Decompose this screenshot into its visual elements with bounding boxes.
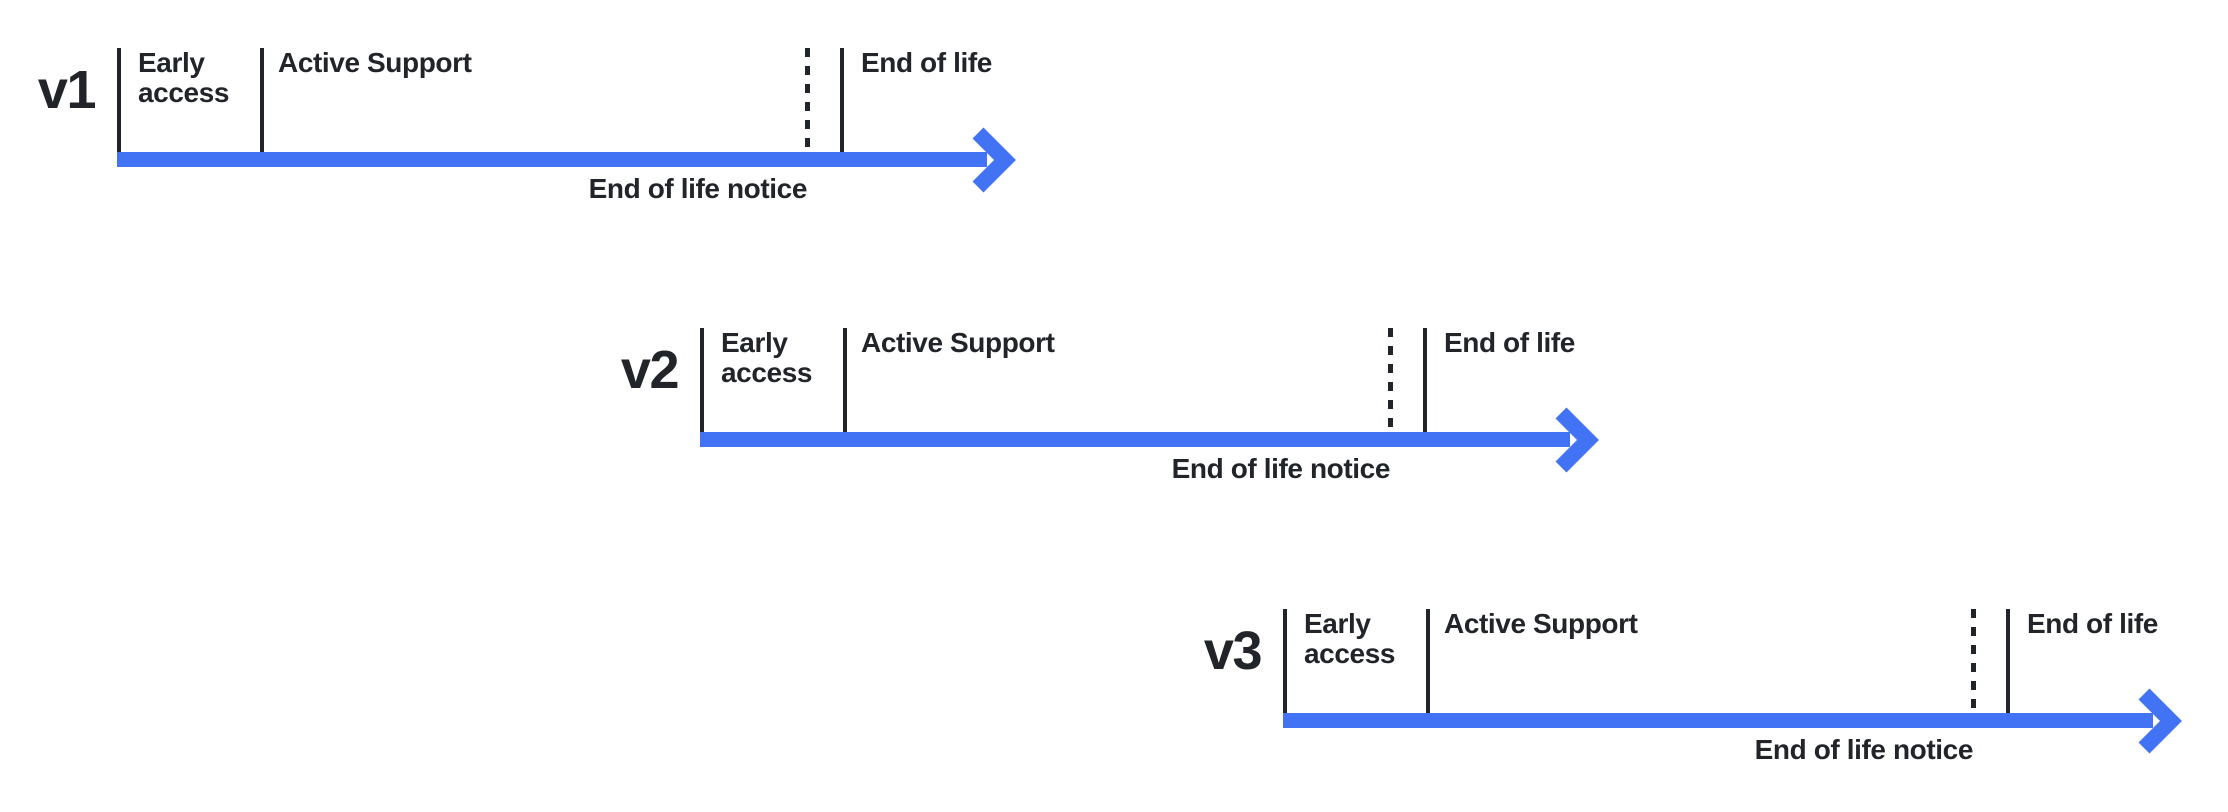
end-of-life-tick bbox=[1423, 328, 1427, 432]
end-of-life-notice-dashed-line bbox=[1971, 609, 1976, 713]
version-label: v1 bbox=[37, 60, 97, 120]
version-label: v3 bbox=[1203, 621, 1263, 681]
active-support-label: Active Support bbox=[1444, 608, 1638, 639]
early-access-label: Early access bbox=[138, 47, 230, 108]
timeline-row-v3: v3 Early access Active Support End of li… bbox=[1204, 608, 2228, 779]
end-of-life-tick bbox=[2006, 609, 2010, 713]
early-access-label: Early access bbox=[1304, 608, 1396, 669]
active-support-start-tick bbox=[260, 48, 264, 152]
arrow-right-icon bbox=[2138, 688, 2182, 754]
timeline-row-v1: v1 Early access Active Support End of li… bbox=[38, 47, 1077, 218]
arrow-right-icon bbox=[972, 127, 1016, 193]
end-of-life-notice-dashed-line bbox=[1388, 328, 1393, 432]
active-support-label: Active Support bbox=[278, 47, 472, 78]
early-access-start-tick bbox=[700, 328, 704, 432]
version-label: v2 bbox=[620, 340, 680, 400]
early-access-start-tick bbox=[1283, 609, 1287, 713]
end-of-life-label: End of life bbox=[1444, 327, 1575, 358]
active-support-start-tick bbox=[1426, 609, 1430, 713]
end-of-life-label: End of life bbox=[2027, 608, 2158, 639]
end-of-life-tick bbox=[840, 48, 844, 152]
end-of-life-notice-label: End of life notice bbox=[1754, 734, 1974, 765]
arrow-right-icon bbox=[1555, 407, 1599, 473]
end-of-life-notice-dashed-line bbox=[805, 48, 810, 152]
timeline-bar bbox=[117, 152, 987, 167]
early-access-label: Early access bbox=[721, 327, 813, 388]
active-support-start-tick bbox=[843, 328, 847, 432]
active-support-label: Active Support bbox=[861, 327, 1055, 358]
early-access-start-tick bbox=[117, 48, 121, 152]
timeline-row-v2: v2 Early access Active Support End of li… bbox=[621, 327, 1660, 498]
end-of-life-notice-label: End of life notice bbox=[588, 173, 808, 204]
timeline-bar bbox=[700, 432, 1570, 447]
timeline-bar bbox=[1283, 713, 2153, 728]
end-of-life-label: End of life bbox=[861, 47, 992, 78]
end-of-life-notice-label: End of life notice bbox=[1171, 453, 1391, 484]
